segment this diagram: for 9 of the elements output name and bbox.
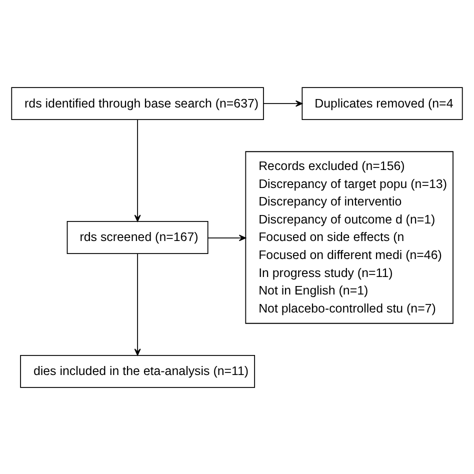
node-box: Duplicates removed (n=4 <box>302 86 463 120</box>
arrow <box>134 118 141 222</box>
node-box: dies included in the eta-analysis (n=11) <box>20 354 256 388</box>
node-box: rds identified through base search (n=637) <box>11 86 264 120</box>
node-box: rds screened (n=167) <box>66 220 208 254</box>
node-box: Records excluded (n=156) Discrepancy of target popu (n=13) Discrepancy of interventio Discrepancy of outcome d (n=1) Focused on side effects (n Focused on different medi (n=46) In progress study (n=11) Not in English (n=1) Not placebo-controlled stu (n=7) <box>245 150 454 324</box>
arrow <box>208 234 246 241</box>
arrow <box>263 100 303 106</box>
arrow <box>134 252 141 356</box>
